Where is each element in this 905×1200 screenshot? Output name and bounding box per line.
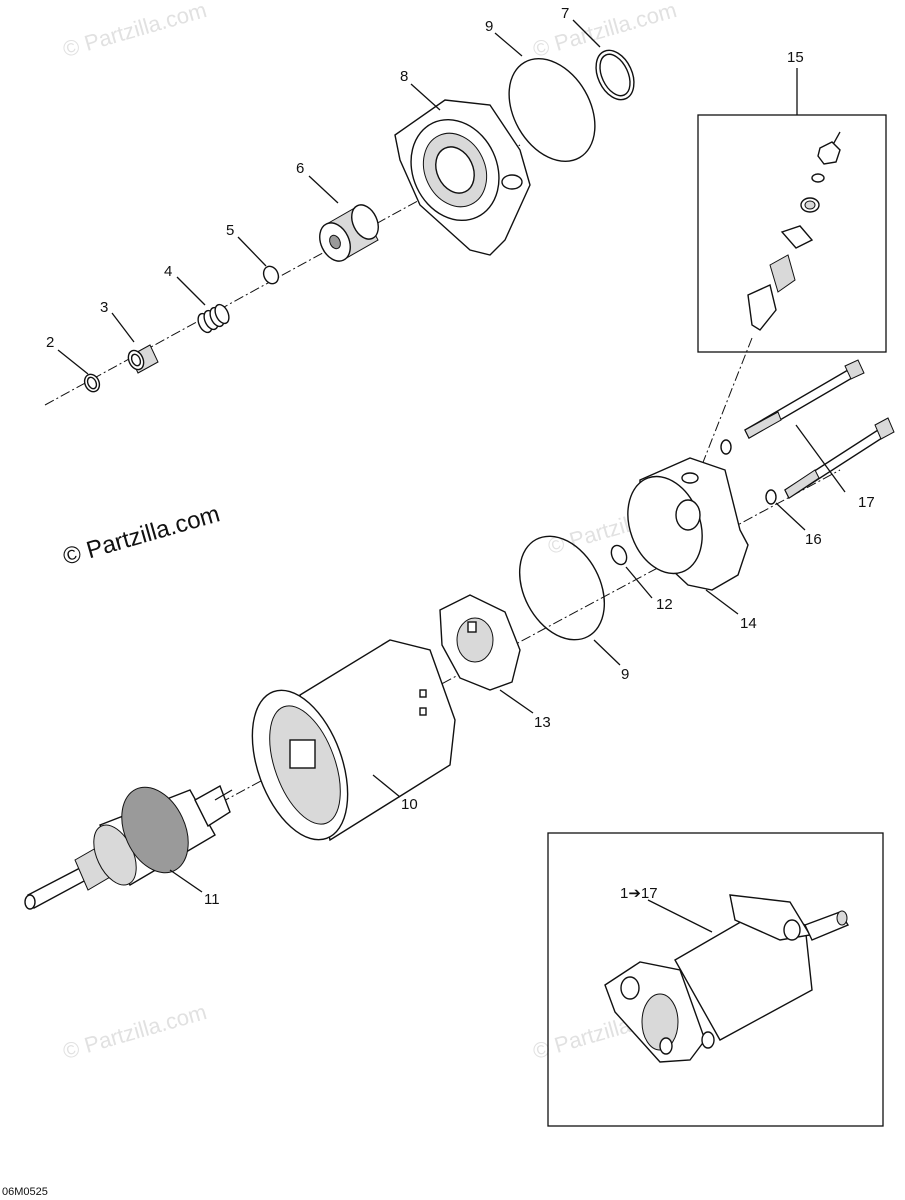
o-ring-9-lower — [518, 535, 606, 641]
leader-9-upper — [494, 32, 523, 57]
leader-16 — [775, 502, 806, 531]
end-housing-14 — [627, 457, 749, 591]
callout-2: 2 — [46, 334, 55, 351]
callout-1-17: 1➔17 — [620, 885, 658, 902]
spring-4 — [197, 303, 230, 334]
sleeve-3 — [127, 344, 159, 374]
callout-12: 12 — [656, 596, 673, 613]
detail-box-15 — [697, 114, 887, 353]
leader-17 — [795, 424, 846, 493]
leader-11 — [169, 869, 203, 893]
leader-13 — [499, 689, 534, 714]
callout-5: 5 — [226, 222, 235, 239]
washer-16a — [720, 439, 732, 455]
leader-8 — [410, 83, 441, 111]
callout-7: 7 — [561, 5, 570, 22]
leader-12 — [625, 566, 653, 599]
motor-housing-10 — [251, 639, 456, 842]
o-ring-9-upper — [508, 58, 596, 162]
washer-2 — [83, 373, 101, 393]
drawing-code: 06M0525 — [2, 1186, 48, 1198]
assembly-view-box — [547, 832, 884, 1127]
armature-11 — [24, 784, 233, 910]
callout-4: 4 — [164, 263, 173, 280]
callout-9-lower: 9 — [621, 666, 630, 683]
leader-10 — [372, 774, 401, 798]
callout-9-upper: 9 — [485, 18, 494, 35]
callout-6: 6 — [296, 160, 305, 177]
leader-7 — [572, 19, 601, 48]
ring-5 — [262, 265, 280, 285]
leader-4 — [176, 276, 206, 306]
drive-gear-6 — [319, 204, 379, 262]
leader-5 — [237, 236, 267, 267]
washer-16b — [765, 489, 777, 505]
through-bolt-17 — [744, 359, 895, 500]
drive-housing-8 — [394, 99, 531, 256]
ring-12 — [610, 544, 628, 566]
leader-2 — [57, 349, 89, 375]
callout-17: 17 — [858, 494, 875, 511]
leader-1-17 — [647, 899, 713, 933]
callout-8: 8 — [400, 68, 409, 85]
callout-14: 14 — [740, 615, 757, 632]
leader-9-lower — [593, 639, 621, 666]
leader-6 — [308, 175, 339, 204]
leader-3 — [111, 312, 135, 343]
brush-plate-13 — [439, 594, 521, 691]
callout-13: 13 — [534, 714, 551, 731]
leader-14 — [705, 589, 739, 615]
callout-10: 10 — [401, 796, 418, 813]
terminal-hardware-15 — [699, 131, 841, 471]
callout-16: 16 — [805, 531, 822, 548]
callout-3: 3 — [100, 299, 109, 316]
ring-7 — [595, 49, 635, 101]
assembled-starter — [604, 894, 850, 1063]
callout-11: 11 — [204, 891, 220, 908]
callout-15: 15 — [787, 49, 804, 66]
